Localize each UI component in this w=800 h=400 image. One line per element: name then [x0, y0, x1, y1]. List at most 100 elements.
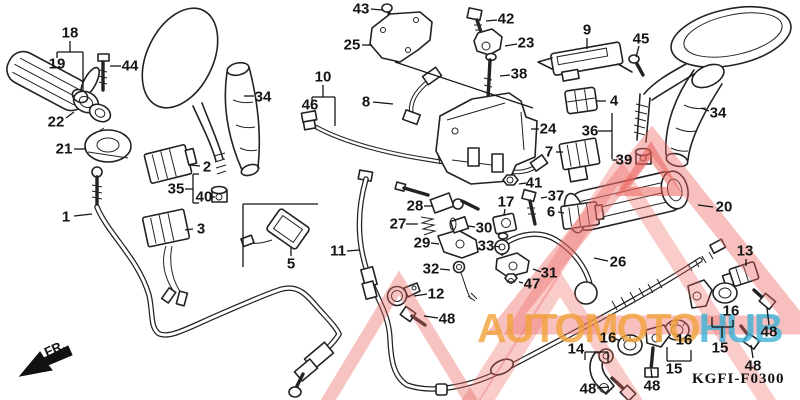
- cable-clamp-12: [386, 282, 421, 307]
- bolt-48-upper-right: [752, 288, 777, 311]
- part-label-34: 34: [254, 88, 272, 106]
- part-label-43: 43: [352, 0, 370, 18]
- part-label-46: 46: [301, 96, 319, 114]
- part-label-29: 29: [413, 234, 431, 252]
- grip-clamp-18: [71, 88, 89, 104]
- cap-30: [449, 216, 470, 234]
- switch-9: [537, 41, 633, 82]
- brake-lever-26: [494, 231, 598, 305]
- switch-housing-24: [435, 92, 538, 185]
- left-grip: [6, 50, 100, 112]
- mirror-right: [633, 6, 792, 143]
- bracket-23: [473, 28, 503, 56]
- plate-25: [369, 11, 433, 63]
- part-label-33: 33: [477, 237, 495, 255]
- part-label-35: 35: [167, 180, 185, 198]
- part-label-44: 44: [121, 57, 139, 75]
- part-label-48: 48: [760, 323, 778, 341]
- part-label-41: 41: [525, 174, 543, 192]
- part-label-15: 15: [711, 339, 729, 357]
- switch-6: [560, 201, 605, 230]
- part-label-6: 6: [546, 203, 556, 221]
- switch-housing-2: [143, 143, 198, 185]
- part-label-30: 30: [475, 219, 493, 237]
- part-label-45: 45: [632, 30, 650, 48]
- switch-housing-3: [141, 208, 191, 307]
- grommet-16-middle: [664, 319, 690, 341]
- spring-27: [420, 216, 437, 236]
- watermark-text: AUTOMOTOHUB: [477, 305, 784, 351]
- part-label-42: 42: [497, 10, 515, 28]
- nut-40: [210, 185, 228, 203]
- watermark-text-right: HUB: [698, 305, 784, 351]
- watermark-text-left: AUTOMOTO: [477, 305, 701, 351]
- part-label-10: 10: [314, 68, 332, 86]
- mirror-left: [141, 7, 227, 175]
- part-label-19: 19: [48, 55, 66, 73]
- part-label-27: 27: [389, 215, 407, 233]
- bracket-right: [687, 279, 713, 309]
- part-label-36: 36: [581, 122, 599, 140]
- part-label-47: 47: [523, 275, 541, 293]
- bracket-29: [437, 229, 479, 259]
- grip-cover-34-right: [665, 63, 725, 168]
- part-label-5: 5: [286, 255, 296, 273]
- grommet-16-left: [617, 334, 643, 356]
- part-label-48: 48: [643, 377, 661, 395]
- nut-41: [502, 174, 519, 186]
- bolt-48-center: [399, 305, 427, 327]
- part-label-11: 11: [330, 242, 346, 260]
- part-label-38: 38: [510, 65, 528, 83]
- part-label-18: 18: [61, 24, 79, 42]
- part-label-14: 14: [567, 340, 585, 358]
- part-label-12: 12: [427, 285, 445, 303]
- brake-cable-1: [91, 166, 343, 398]
- part-label-40: 40: [195, 188, 213, 206]
- part-label-23: 23: [517, 34, 535, 52]
- fr-arrow-icon: [18, 345, 73, 377]
- part-label-3: 3: [196, 220, 206, 238]
- throttle-pipe-22: [72, 90, 112, 123]
- part-32: [452, 260, 478, 302]
- nut-47: [504, 273, 518, 284]
- part-label-28: 28: [406, 197, 424, 215]
- part-label-16: 16: [599, 329, 617, 347]
- part-label-8: 8: [361, 93, 371, 111]
- switch-wire-8: [401, 66, 443, 126]
- part-label-32: 32: [422, 260, 440, 278]
- grip-cover-34-left: [224, 61, 261, 177]
- bolt-37: [521, 188, 537, 226]
- part-label-16: 16: [722, 302, 740, 320]
- figure-code: KGFI-F0300: [692, 371, 785, 387]
- part-label-48: 48: [438, 310, 456, 328]
- part-label-48: 48: [579, 380, 597, 398]
- bolt-48-right: [739, 324, 761, 350]
- part-label-17: 17: [497, 193, 515, 211]
- grommet-16-right: [712, 282, 738, 304]
- connector-4: [564, 86, 598, 115]
- part-label-48: 48: [744, 357, 762, 375]
- part-label-16: 16: [675, 331, 693, 349]
- part-label-34: 34: [709, 104, 727, 122]
- part-label-4: 4: [609, 92, 619, 110]
- pivot-bolt-28: [394, 181, 480, 214]
- lever-bracket-31: [495, 252, 530, 278]
- cylinder-17: [492, 212, 518, 235]
- part-label-26: 26: [609, 253, 627, 271]
- lever-holder-21: [84, 127, 132, 163]
- part-label-24: 24: [539, 120, 557, 138]
- part-label-13: 13: [736, 242, 754, 260]
- part-label-20: 20: [715, 198, 733, 216]
- part-label-2: 2: [202, 158, 212, 176]
- part-label-1: 1: [61, 208, 71, 226]
- part-label-21: 21: [55, 140, 73, 158]
- bolt-44: [97, 53, 110, 92]
- throttle-cable-11: [356, 169, 727, 396]
- part-label-39: 39: [615, 151, 633, 169]
- part-label-22: 22: [47, 113, 65, 131]
- part-label-7: 7: [544, 143, 554, 161]
- part-label-15: 15: [665, 360, 683, 378]
